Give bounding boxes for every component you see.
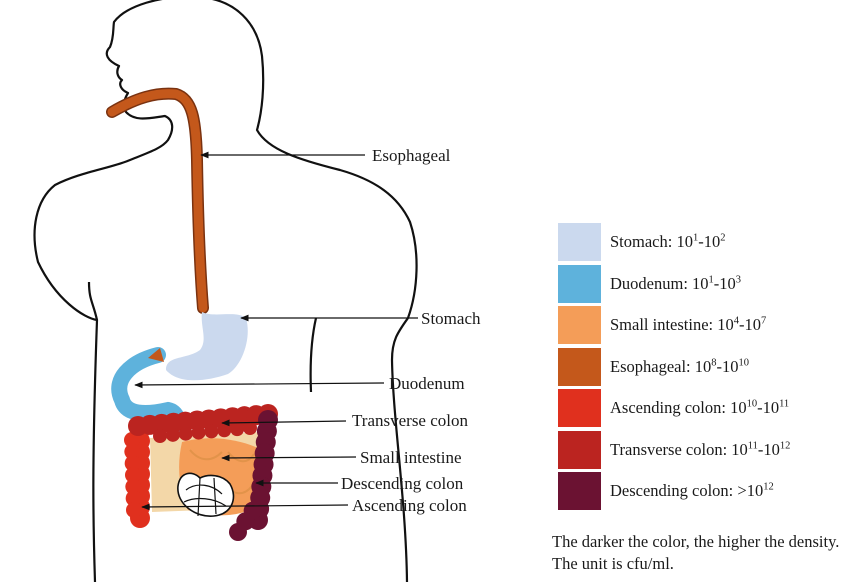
esophagus (112, 94, 203, 308)
legend-label: Esophageal: 108-1010 (610, 357, 749, 377)
legend-label: Descending colon: >1012 (610, 481, 774, 501)
legend-item-descending-colon: Descending colon: >1012 (558, 472, 858, 510)
legend-label: Duodenum: 101-103 (610, 274, 741, 294)
legend-item-stomach: Stomach: 101-102 (558, 223, 858, 261)
label-ascending-colon: Ascending colon (352, 496, 467, 515)
legend-swatch (558, 306, 601, 344)
legend-swatch (558, 472, 601, 510)
legend-label: Small intestine: 104-107 (610, 315, 766, 335)
density-legend: Stomach: 101-102 Duodenum: 101-103 Small… (558, 223, 858, 514)
descending-colon-segment (229, 523, 247, 541)
legend-swatch (558, 389, 601, 427)
ascending-colon (124, 420, 150, 528)
legend-swatch (558, 348, 601, 386)
legend-swatch (558, 223, 601, 261)
stomach (166, 312, 248, 380)
pointer-duodenum (135, 383, 384, 385)
label-duodenum: Duodenum (389, 374, 465, 393)
legend-label: Stomach: 101-102 (610, 232, 725, 252)
label-small-intestine: Small intestine (360, 448, 462, 467)
transverse-colon-segment (179, 427, 193, 441)
transverse-colon-segment (166, 428, 180, 442)
legend-swatch (558, 431, 601, 469)
transverse-colon-segment (153, 429, 167, 443)
legend-item-ascending-colon: Ascending colon: 1010-1011 (558, 389, 858, 427)
transverse-colon-segment (192, 426, 206, 440)
legend-item-duodenum: Duodenum: 101-103 (558, 265, 858, 303)
legend-note: The darker the color, the higher the den… (552, 531, 858, 575)
label-descending-colon: Descending colon (341, 474, 464, 493)
legend-item-esophageal: Esophageal: 108-1010 (558, 348, 858, 386)
label-transverse-colon: Transverse colon (352, 411, 468, 430)
label-stomach: Stomach (421, 309, 481, 328)
label-esophageal: Esophageal (372, 146, 451, 165)
arm-line-left (89, 282, 97, 320)
legend-item-transverse-colon: Transverse colon: 1011-1012 (558, 431, 858, 469)
legend-swatch (558, 265, 601, 303)
legend-item-small-intestine: Small intestine: 104-107 (558, 306, 858, 344)
arm-line-right (311, 318, 316, 392)
transverse-colon-segment (204, 424, 218, 438)
legend-label: Transverse colon: 1011-1012 (610, 440, 790, 460)
transverse-colon-segment (230, 422, 244, 436)
legend-label: Ascending colon: 1010-1011 (610, 398, 789, 418)
ascending-colon-segment (126, 502, 142, 518)
transverse-colon-segment (217, 423, 231, 437)
